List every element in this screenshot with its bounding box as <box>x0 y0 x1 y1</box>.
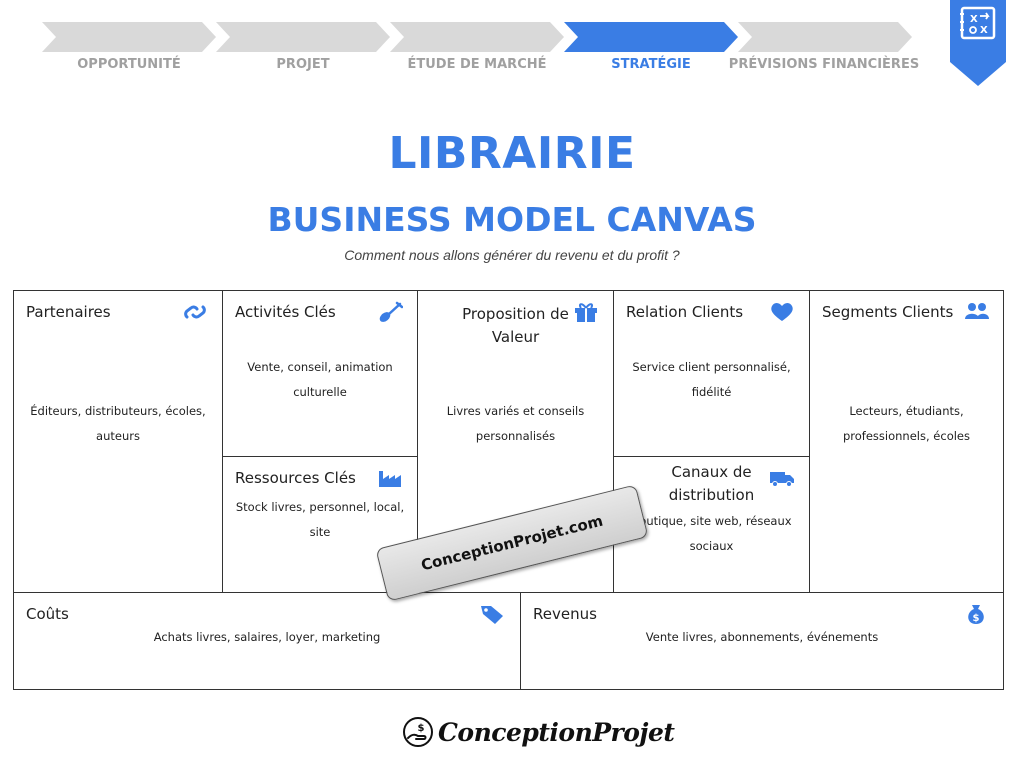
cell-title: Coûts <box>26 605 69 623</box>
cell-content: Lecteurs, étudiants, professionnels, éco… <box>843 404 970 443</box>
cell-relation-clients: Relation Clients Service client personna… <box>613 290 810 457</box>
page-subtitle: BUSINESS MODEL CANVAS <box>267 200 757 239</box>
step-label: OPPORTUNITÉ <box>77 57 181 72</box>
link-icon <box>184 305 206 319</box>
cell-activites-cles: Activités Clés Vente, conseil, animation… <box>222 290 418 457</box>
strategy-board-icon: X X <box>950 0 1006 86</box>
step-label: PRÉVISIONS FINANCIÈRES <box>728 57 920 72</box>
step-arrow <box>564 22 738 52</box>
shovel-icon <box>379 301 403 322</box>
step-arrow <box>42 22 216 52</box>
cell-content: Service client personnalisé, fidélité <box>632 360 791 399</box>
cell-content: Éditeurs, distributeurs, écoles, auteurs <box>30 404 206 443</box>
cell-segments-clients: Segments Clients Lecteurs, étudiants, pr… <box>809 290 1004 593</box>
cell-title: Partenaires <box>26 303 111 321</box>
cell-revenus: Revenus $ Vente livres, abonnements, évé… <box>520 592 1004 690</box>
step-label: PROJET <box>276 57 330 72</box>
truck-icon <box>770 472 794 487</box>
cell-title: Segments Clients <box>822 303 954 321</box>
cell-content: Livres variés et conseils personnalisés <box>446 404 585 443</box>
business-model-canvas: Partenaires Éditeurs, distributeurs, éco… <box>13 290 1004 690</box>
cell-content: Vente livres, abonnements, événements <box>645 630 879 644</box>
page-title: LIBRAIRIE <box>388 128 636 179</box>
brand-name: ConceptionProjet <box>438 717 675 747</box>
gift-icon <box>575 303 597 322</box>
tag-icon <box>481 606 503 624</box>
svg-text:$: $ <box>973 613 980 624</box>
step-arrow <box>738 22 912 52</box>
brand-logo: $ ConceptionProjet <box>402 712 675 752</box>
cell-content: Stock livres, personnel, local, site <box>235 500 405 539</box>
cell-content: Vente, conseil, animation culturelle <box>247 360 393 399</box>
step-arrow <box>216 22 390 52</box>
cell-title: Proposition de Valeur <box>462 305 569 346</box>
money-bag-icon: $ <box>968 605 984 624</box>
svg-text:X: X <box>980 25 988 36</box>
cell-title: Revenus <box>533 605 597 623</box>
svg-text:$: $ <box>418 723 425 734</box>
cell-couts: Coûts Achats livres, salaires, loyer, ma… <box>13 592 521 690</box>
page-tagline: Comment nous allons générer du revenu et… <box>344 247 680 263</box>
svg-text:X: X <box>970 14 978 25</box>
cell-title: Ressources Clés <box>235 469 356 487</box>
step-arrow <box>390 22 564 52</box>
cell-partenaires: Partenaires Éditeurs, distributeurs, éco… <box>13 290 223 593</box>
cell-content: Boutique, site web, réseaux sociaux <box>631 514 792 553</box>
cell-content: Achats livres, salaires, loyer, marketin… <box>153 630 381 644</box>
heart-icon <box>771 303 793 321</box>
cell-title: Canaux de distribution <box>668 463 755 504</box>
users-icon <box>965 303 989 319</box>
step-label: STRATÉGIE <box>611 57 691 72</box>
step-label: ÉTUDE DE MARCHÉ <box>407 57 547 72</box>
factory-icon <box>379 471 401 487</box>
cell-canaux-de-distribution: Canaux de distribution Boutique, site we… <box>613 456 810 593</box>
cell-title: Activités Clés <box>235 303 336 321</box>
cell-title: Relation Clients <box>626 303 744 321</box>
hand-money-icon: $ <box>403 717 433 747</box>
progress-stepper: OPPORTUNITÉ PROJET ÉTUDE DE MARCHÉ STRAT… <box>42 22 942 82</box>
